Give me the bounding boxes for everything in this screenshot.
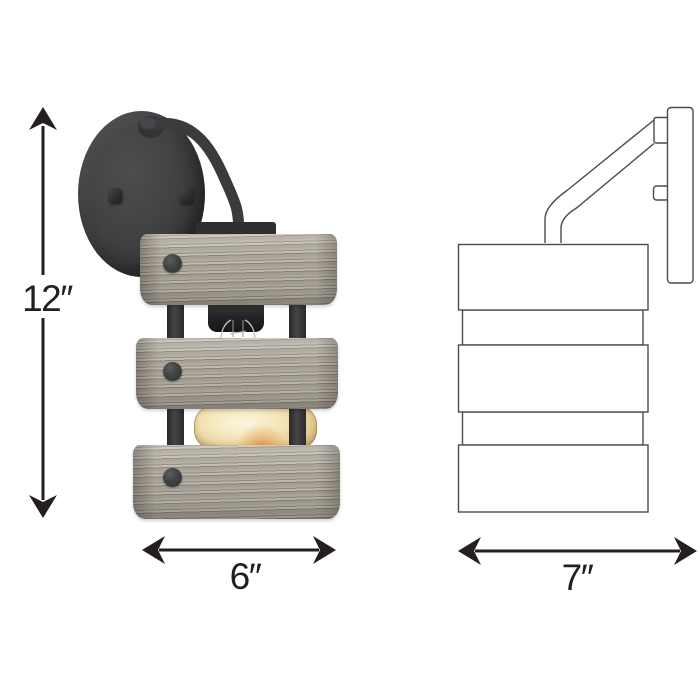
front-width-arrowhead-left-icon (142, 536, 165, 564)
wood-band-top (140, 234, 337, 305)
side-shade-band-bottom (457, 444, 649, 513)
side-arm-bracket (653, 116, 670, 144)
height-arrowhead-down-icon (29, 495, 57, 518)
height-arrowhead-up-icon (29, 107, 57, 130)
side-mount-tab (652, 185, 670, 201)
rivet-top (163, 254, 182, 273)
mounting-screw-right (179, 188, 193, 204)
front-width-arrowhead-right-icon (313, 536, 336, 564)
side-shade-gap-upper (461, 309, 644, 346)
wood-band-middle (136, 338, 338, 409)
rivet-bottom (163, 468, 182, 487)
side-shade-gap-lower (461, 411, 644, 446)
rivet-middle (163, 362, 182, 381)
wood-band-bottom (133, 445, 340, 519)
side-shade-band-top (457, 243, 649, 311)
side-shade-band-middle (457, 344, 649, 413)
side-arm-inner-line (560, 142, 655, 243)
side-width-dimension-label: 7″ (561, 557, 594, 598)
front-width-dimension-label: 6″ (229, 556, 262, 597)
side-width-arrowhead-left-icon (458, 537, 481, 565)
bulb-socket (208, 303, 264, 332)
side-wall-plate (666, 106, 694, 284)
mounting-screw-left (108, 188, 122, 204)
side-arm-outer-line (544, 119, 655, 243)
side-width-arrowhead-right-icon (674, 537, 697, 565)
height-dimension-label: 12″ (22, 278, 73, 319)
